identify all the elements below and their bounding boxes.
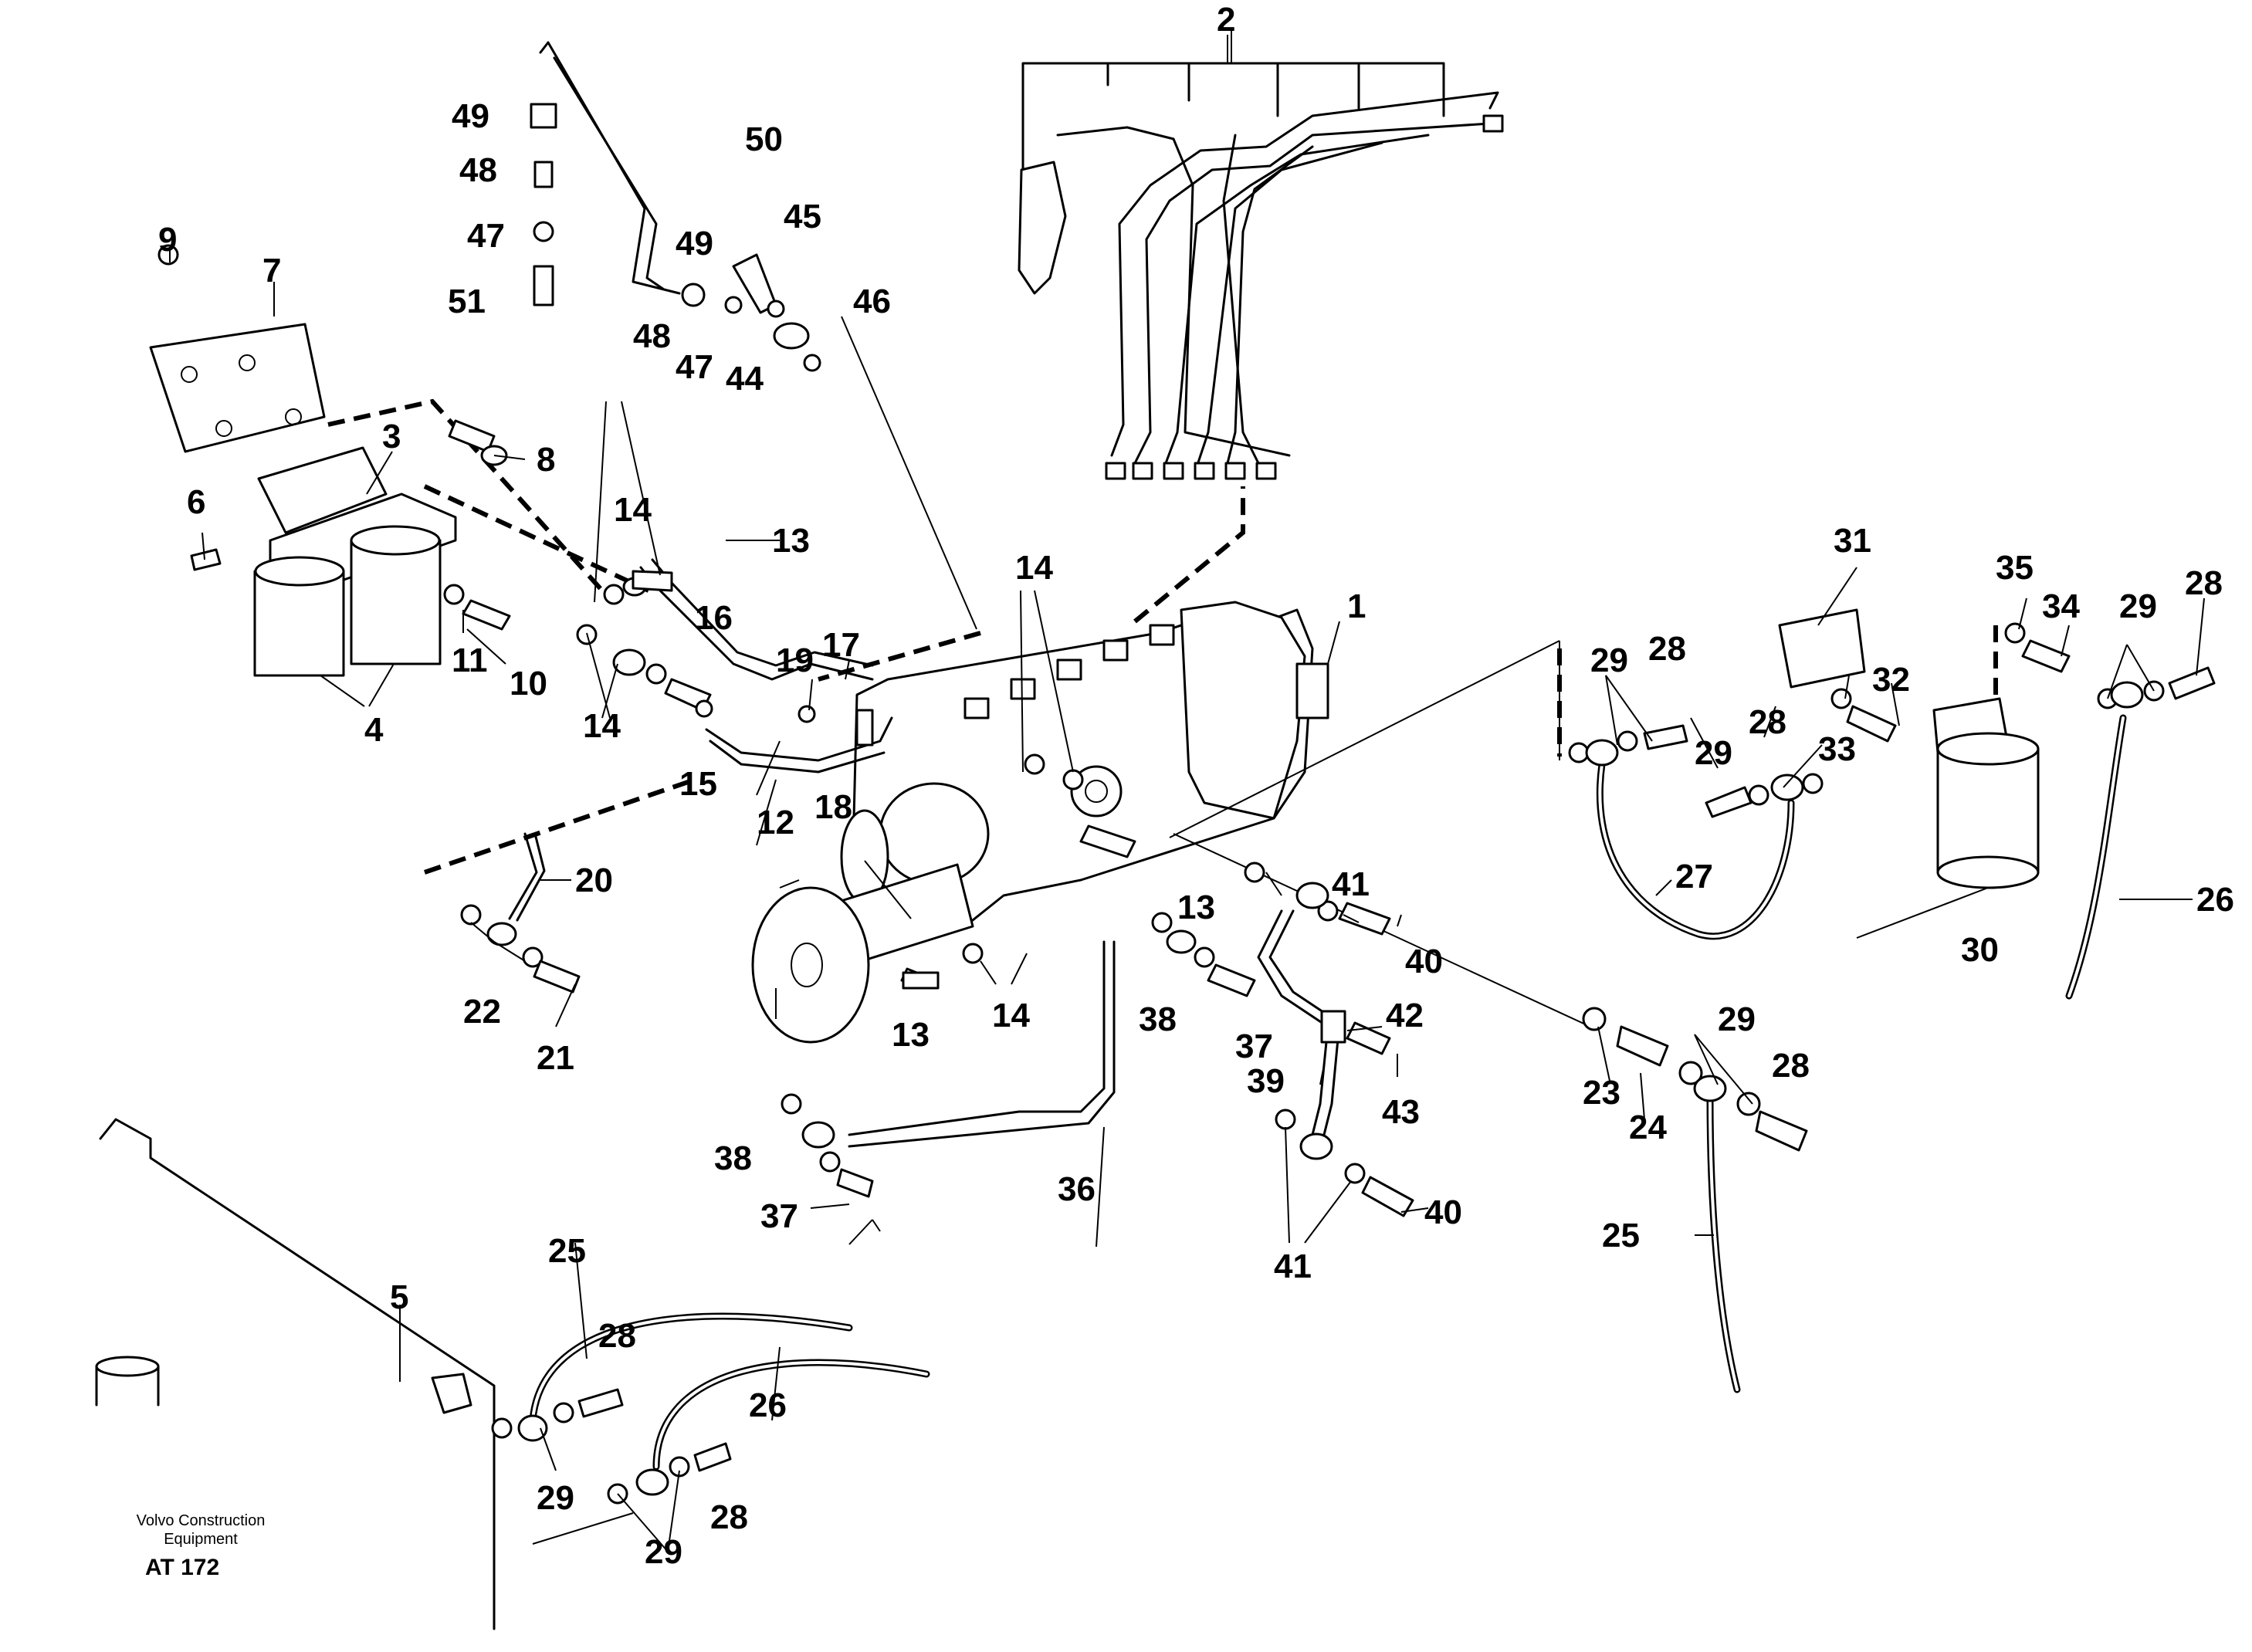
callout-45: 45 (784, 198, 821, 235)
callout-27: 27 (1675, 858, 1713, 895)
callout-33: 33 (1818, 730, 1856, 768)
callout-26-right: 26 (2196, 881, 2234, 919)
callout-28-d: 28 (1772, 1047, 1810, 1085)
callout-14-b: 14 (1015, 549, 1053, 587)
callout-29-c: 29 (2119, 587, 2157, 625)
callout-40-top: 40 (1405, 943, 1443, 980)
callout-25-bottom: 25 (548, 1232, 586, 1270)
illustration-code: AT 172 (145, 1555, 220, 1580)
callout-48-top: 48 (459, 151, 497, 189)
callout-13-bottom: 13 (892, 1016, 930, 1054)
callout-37-mid: 37 (1235, 1027, 1273, 1065)
callout-25-right: 25 (1602, 1217, 1640, 1254)
callout-38-mid: 38 (1139, 1000, 1177, 1038)
callout-10: 10 (510, 665, 547, 702)
callout-49-top: 49 (452, 97, 489, 135)
callout-16: 16 (695, 599, 733, 637)
callout-24: 24 (1629, 1109, 1667, 1146)
callout-23: 23 (1583, 1074, 1620, 1112)
callout-17: 17 (822, 626, 860, 664)
leader-lines (169, 35, 2205, 1552)
callout-29-f: 29 (645, 1533, 682, 1571)
callout-43: 43 (1382, 1093, 1420, 1131)
callout-42: 42 (1386, 997, 1424, 1034)
callout-49-mid: 49 (676, 225, 713, 262)
callout-51: 51 (448, 283, 486, 320)
publisher-line-2: Equipment (164, 1531, 238, 1548)
callout-40-bottom: 40 (1424, 1193, 1462, 1231)
callout-28-e: 28 (598, 1317, 636, 1355)
fuel-filter-assembly (149, 323, 457, 677)
callout-50: 50 (745, 120, 783, 158)
callout-31: 31 (1834, 522, 1871, 560)
callout-19: 19 (776, 642, 814, 679)
callout-26-bottom: 26 (749, 1386, 787, 1424)
injection-pipes (1018, 31, 1504, 480)
callout-11: 11 (452, 642, 488, 679)
part-drawings (95, 31, 2216, 1630)
callout-14-d: 14 (992, 997, 1030, 1034)
callout-8: 8 (537, 441, 555, 479)
publisher-line-1: Volvo Construction (136, 1512, 266, 1529)
callout-47-top: 47 (467, 217, 505, 255)
callout-13-top: 13 (772, 522, 810, 560)
callout-5: 5 (390, 1278, 408, 1316)
callout-18: 18 (814, 788, 852, 826)
callout-14-a: 14 (614, 491, 652, 529)
fine-filter-assembly (1778, 608, 2040, 889)
callout-46: 46 (853, 283, 891, 320)
callout-1: 1 (1347, 587, 1366, 625)
fuel-hoses (529, 714, 2127, 1471)
callout-labels: 1 2 3 4 5 6 7 8 9 10 11 12 13 13 13 14 1… (158, 1, 2234, 1571)
callout-38-bottom: 38 (714, 1139, 752, 1177)
callout-2: 2 (1217, 1, 1235, 39)
callout-47-mid: 47 (676, 348, 713, 386)
callout-29-b: 29 (1695, 734, 1732, 772)
callout-15: 15 (679, 765, 717, 803)
callout-29-a: 29 (1590, 642, 1628, 679)
callout-37-bottom: 37 (760, 1197, 798, 1235)
injection-pump (751, 601, 1329, 1044)
callout-14-c: 14 (583, 707, 621, 745)
callout-20: 20 (575, 862, 613, 899)
callout-34: 34 (2042, 587, 2080, 625)
callout-13-mid: 13 (1177, 889, 1215, 926)
callout-30: 30 (1961, 931, 1999, 969)
callout-39: 39 (1247, 1062, 1285, 1100)
callout-6: 6 (187, 483, 205, 521)
publisher-label: Volvo Construction Equipment (116, 1512, 286, 1549)
callout-12: 12 (757, 804, 794, 841)
callout-4: 4 (364, 711, 384, 749)
connection-lines (327, 398, 1998, 875)
callout-9: 9 (158, 221, 177, 259)
callout-28-f: 28 (710, 1498, 748, 1536)
callout-7: 7 (262, 252, 281, 289)
callout-28-a: 28 (1648, 630, 1686, 668)
callout-28-c: 28 (2185, 564, 2223, 602)
callout-3: 3 (382, 418, 401, 455)
callout-48-mid: 48 (633, 317, 671, 355)
callout-41-bottom: 41 (1274, 1247, 1312, 1285)
callout-36: 36 (1058, 1170, 1096, 1208)
callout-28-b: 28 (1749, 703, 1786, 741)
callout-35: 35 (1996, 549, 2034, 587)
callout-21: 21 (537, 1039, 574, 1077)
callout-22: 22 (463, 993, 501, 1031)
callout-44: 44 (726, 360, 764, 398)
callout-32: 32 (1872, 661, 1910, 699)
fasteners (157, 103, 2216, 1505)
callout-29-d: 29 (1718, 1000, 1756, 1038)
callout-41-top: 41 (1332, 865, 1370, 903)
callout-29-e: 29 (537, 1479, 574, 1517)
